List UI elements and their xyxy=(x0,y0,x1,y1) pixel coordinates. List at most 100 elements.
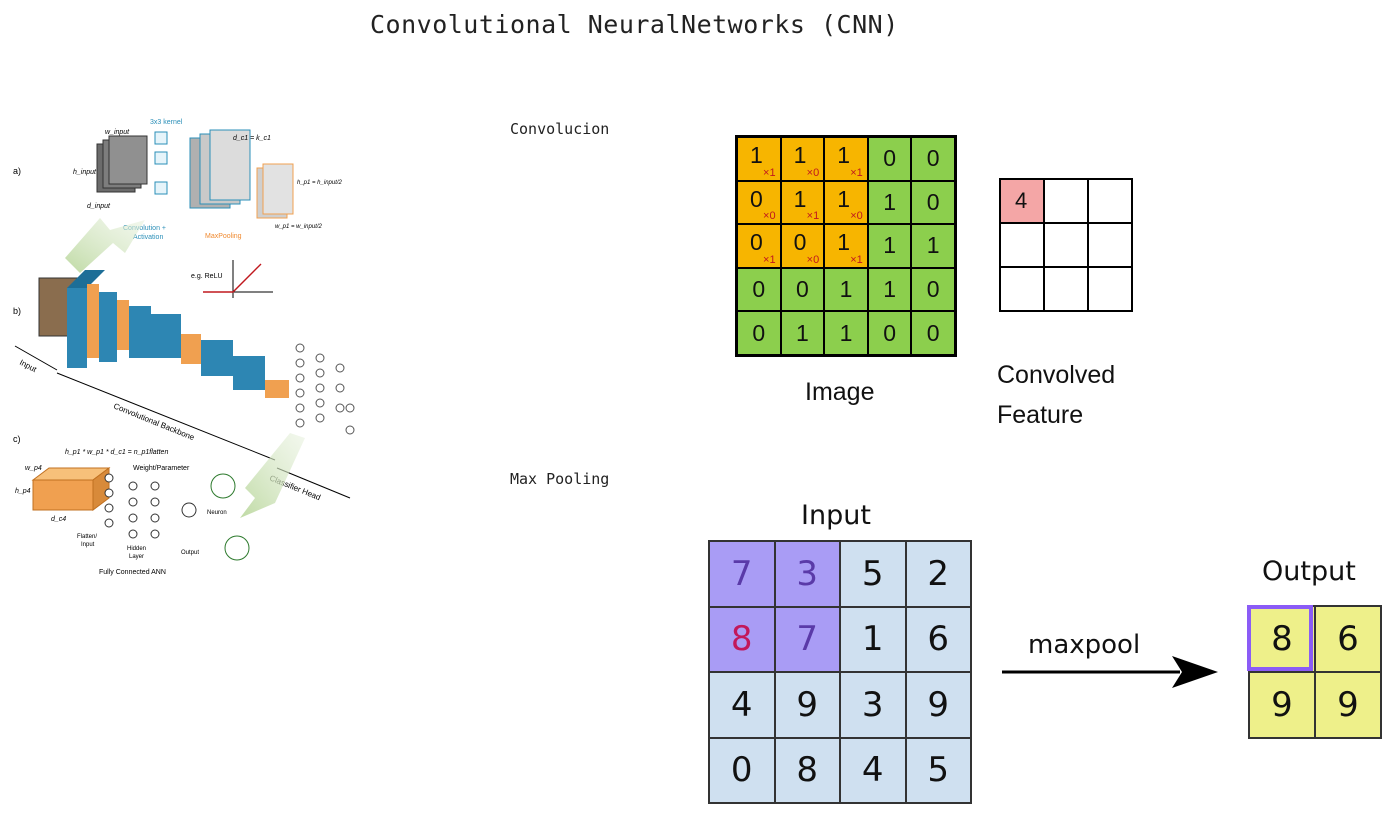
hp1-label: h_p1 = h_input/2 xyxy=(297,180,343,186)
backbone-bracket xyxy=(56,372,276,461)
cell-value: 1 xyxy=(793,185,807,212)
dc4-label: d_c4 xyxy=(51,516,66,523)
pool-output-cell: 9 xyxy=(1315,672,1381,738)
convolved-feature-caption-line2: Feature xyxy=(997,401,1084,429)
cell-value: 0 xyxy=(926,145,940,172)
pool-input-cell: 0 xyxy=(709,737,775,803)
kernel-cell: 0×0 xyxy=(737,180,781,225)
kernel-cell: 1×0 xyxy=(780,137,825,181)
image-cell: 1 xyxy=(867,180,912,225)
feature-cell xyxy=(1088,179,1132,223)
cell-value: 1 xyxy=(793,142,807,169)
cell-value: 0 xyxy=(926,276,940,303)
kernel-weight: ×1 xyxy=(763,253,776,266)
kernel-weight: ×0 xyxy=(763,210,776,223)
image-cell: 1 xyxy=(824,267,868,312)
conv-activation-label-2: Activation xyxy=(133,234,163,241)
pool-input-cell: 3 xyxy=(774,541,840,607)
section-label-max-pooling: Max Pooling xyxy=(510,470,610,488)
cell-value: 0 xyxy=(883,319,896,346)
pool-input-cell: 1 xyxy=(840,606,906,672)
image-cell: 1 xyxy=(867,267,912,312)
pool-input-cell: 8 xyxy=(774,737,840,803)
pool-input-cell: 8 xyxy=(709,606,775,672)
flatten-eq-label: h_p1 * w_p1 * d_c1 = n_p1flatten xyxy=(65,449,168,456)
w-input-label: w_input xyxy=(105,129,130,136)
image-cell: 0 xyxy=(867,137,912,181)
pool-input-caption: Input xyxy=(801,500,871,531)
hidden-layer-label-2: Layer xyxy=(129,554,144,560)
hidden-layer-label-1: Hidden xyxy=(127,546,146,552)
cnn-architecture-figure: a) w_input h_input d_input 3x3 kernel d_… xyxy=(13,119,355,576)
flatten-input-label-2: Input xyxy=(81,542,95,548)
feature-cell xyxy=(1088,223,1132,267)
kernel-weight: ×0 xyxy=(806,253,820,266)
pool-feature-maps xyxy=(256,163,294,219)
feature-cell: 4 xyxy=(1000,179,1044,223)
cell-value: 0 xyxy=(752,276,766,303)
cell-value: 0 xyxy=(750,185,763,212)
image-cell: 0 xyxy=(780,267,825,312)
image-cell: 0 xyxy=(737,267,781,312)
cell-value: 1 xyxy=(926,232,940,259)
input-bracket xyxy=(14,345,58,371)
image-cell: 0 xyxy=(737,311,781,355)
panel-b-label: b) xyxy=(13,306,21,316)
image-cell: 0 xyxy=(911,311,955,355)
convolved-feature-caption: Convolved Feature xyxy=(997,355,1115,435)
output-highlight-box xyxy=(1247,605,1313,671)
cell-value: 1 xyxy=(837,185,850,212)
cell-value: 1 xyxy=(883,188,896,215)
kernel-cell: 1×0 xyxy=(824,180,868,225)
pool-input-cell: 9 xyxy=(774,672,840,738)
input-label: Input xyxy=(18,358,39,375)
kernel-weight: ×0 xyxy=(806,166,820,179)
cell-value: 0 xyxy=(795,276,809,303)
pool-input-cell: 5 xyxy=(905,737,971,803)
pool-input-cell: 3 xyxy=(840,672,906,738)
cell-value: 1 xyxy=(839,319,853,346)
feature-cell xyxy=(1000,223,1044,267)
backbone-layers xyxy=(67,270,289,398)
feature-cell xyxy=(1000,267,1044,311)
cell-value: 1 xyxy=(750,142,763,169)
panel-a-label: a) xyxy=(13,166,21,176)
section-label-convolution: Convolucion xyxy=(510,120,610,138)
image-cell: 1 xyxy=(911,224,955,268)
feature-cell xyxy=(1044,267,1088,311)
flatten-block xyxy=(31,467,111,511)
kernel-weight: ×0 xyxy=(850,210,863,223)
cell-value: 1 xyxy=(837,229,850,256)
backbone-label: Convolutional Backbone xyxy=(112,402,196,443)
cell-value: 1 xyxy=(839,276,853,303)
dc1-label: d_c1 = k_c1 xyxy=(233,135,271,142)
convolved-feature-caption-line1: Convolved xyxy=(997,361,1116,389)
feature-cell xyxy=(1088,267,1132,311)
output-label: Output xyxy=(181,550,199,556)
pool-input-cell: 9 xyxy=(905,672,971,738)
relu-plot-icon xyxy=(203,260,273,298)
image-cell: 0 xyxy=(911,267,955,312)
pool-input-cell: 7 xyxy=(774,606,840,672)
pool-output-cell: 6 xyxy=(1315,606,1381,672)
cell-value: 0 xyxy=(926,319,940,346)
wp4-label: w_p4 xyxy=(25,465,42,472)
cell-value: 0 xyxy=(750,229,763,256)
cell-value: 1 xyxy=(883,232,896,259)
kernel-cell: 1×1 xyxy=(824,224,868,268)
pool-input-cell: 5 xyxy=(840,541,906,607)
convolved-feature-grid: 4 xyxy=(999,178,1133,312)
relu-label: e.g. ReLU xyxy=(191,273,223,280)
wp1-label: w_p1 = w_input/2 xyxy=(275,224,323,230)
conv-feature-maps xyxy=(189,129,251,209)
input-image-stack xyxy=(96,135,148,193)
kernel-weight: ×1 xyxy=(806,210,820,223)
hp4-label: h_p4 xyxy=(15,488,31,495)
image-cell: 1 xyxy=(867,224,912,268)
pool-input-cell: 2 xyxy=(905,541,971,607)
pool-input-cell: 7 xyxy=(709,541,775,607)
pool-input-cell: 4 xyxy=(840,737,906,803)
classifier-network xyxy=(295,343,355,435)
